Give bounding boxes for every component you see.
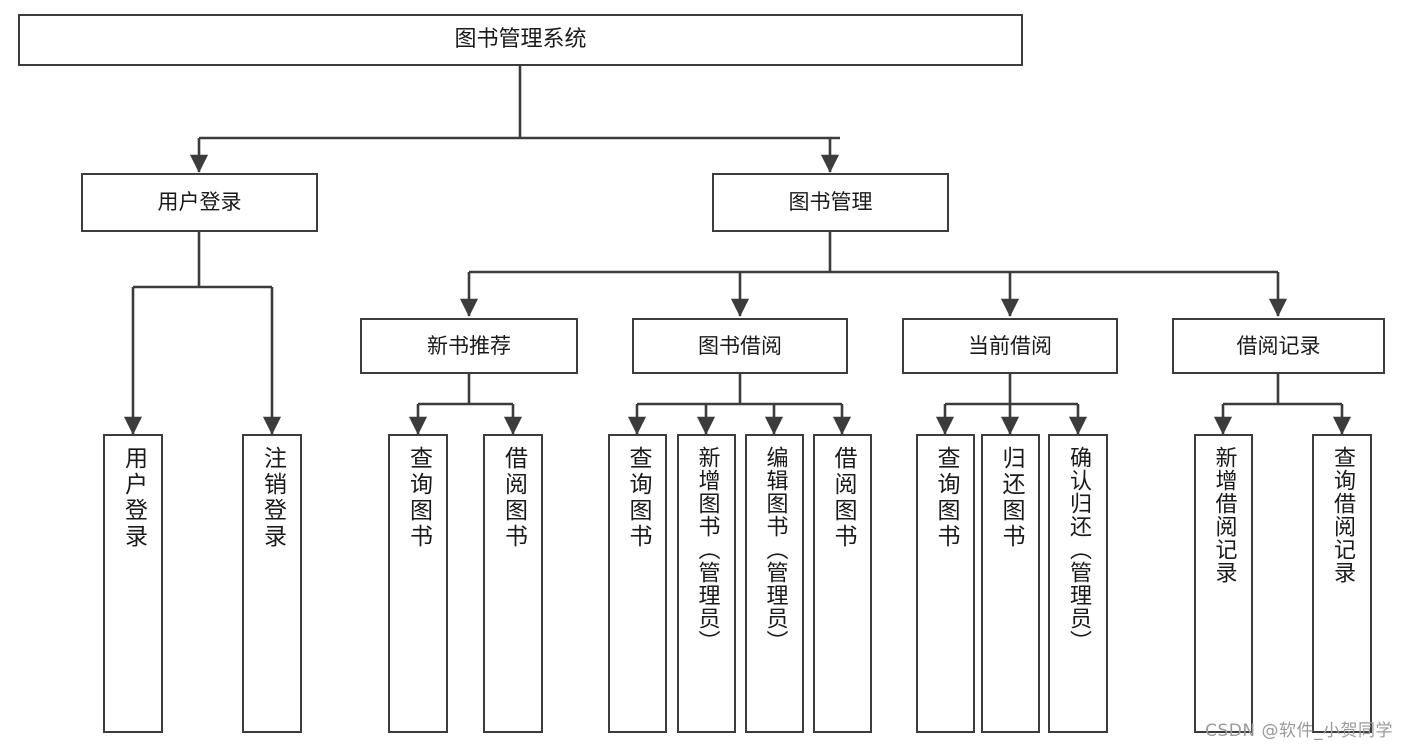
node-leaf-add-record[interactable]: 新增借阅记录 [1194, 434, 1253, 733]
node-root-label: 图书管理系统 [454, 27, 587, 53]
node-user-login-label: 用户登录 [157, 190, 242, 215]
node-borrow-record[interactable]: 借阅记录 [1172, 318, 1385, 374]
node-root[interactable]: 图书管理系统 [18, 14, 1023, 66]
node-book-manage-label: 图书管理 [788, 190, 873, 215]
node-leaf-query-book-2-label: 查询图书 [625, 446, 651, 550]
node-leaf-logout-label: 注销登录 [259, 446, 286, 550]
node-leaf-borrow-book-1-label: 借阅图书 [500, 446, 527, 550]
node-new-book-recommend[interactable]: 新书推荐 [360, 318, 578, 374]
node-leaf-logout[interactable]: 注销登录 [242, 434, 302, 733]
node-leaf-query-book-1-label: 查询图书 [405, 446, 432, 550]
node-leaf-borrow-book-2-label: 借阅图书 [830, 446, 856, 550]
node-leaf-edit-book[interactable]: 编辑图书（管理员） [745, 434, 804, 733]
node-leaf-edit-book-label: 编辑图书（管理员） [762, 446, 788, 653]
node-current-borrow-label: 当前借阅 [968, 333, 1052, 358]
node-leaf-return-book-label: 归还图书 [998, 446, 1024, 550]
node-leaf-confirm-return-label: 确认归还（管理员） [1066, 446, 1091, 653]
node-leaf-add-book[interactable]: 新增图书（管理员） [677, 434, 736, 733]
node-leaf-borrow-book-2[interactable]: 借阅图书 [813, 434, 872, 733]
node-leaf-user-login[interactable]: 用户登录 [103, 434, 163, 733]
node-leaf-borrow-book-1[interactable]: 借阅图书 [483, 434, 543, 733]
node-leaf-query-book-3[interactable]: 查询图书 [916, 434, 975, 733]
node-user-login[interactable]: 用户登录 [81, 173, 318, 232]
node-leaf-query-book-3-label: 查询图书 [933, 446, 959, 550]
node-current-borrow[interactable]: 当前借阅 [902, 318, 1118, 374]
node-leaf-return-book[interactable]: 归还图书 [981, 434, 1040, 733]
node-leaf-query-book-2[interactable]: 查询图书 [608, 434, 667, 733]
node-book-manage[interactable]: 图书管理 [712, 173, 949, 232]
node-leaf-confirm-return[interactable]: 确认归还（管理员） [1048, 434, 1108, 733]
node-new-book-recommend-label: 新书推荐 [427, 333, 511, 358]
node-book-borrow-label: 图书借阅 [698, 333, 782, 358]
watermark: CSDN @软件_小贺同学 [1205, 721, 1393, 741]
node-book-borrow[interactable]: 图书借阅 [632, 318, 848, 374]
node-leaf-query-record-label: 查询借阅记录 [1330, 446, 1355, 584]
node-leaf-user-login-label: 用户登录 [120, 446, 147, 550]
node-borrow-record-label: 借阅记录 [1236, 333, 1321, 358]
node-leaf-add-book-label: 新增图书（管理员） [694, 446, 720, 653]
node-leaf-query-record[interactable]: 查询借阅记录 [1312, 434, 1372, 733]
node-leaf-query-book-1[interactable]: 查询图书 [388, 434, 448, 733]
node-leaf-add-record-label: 新增借阅记录 [1211, 446, 1237, 584]
